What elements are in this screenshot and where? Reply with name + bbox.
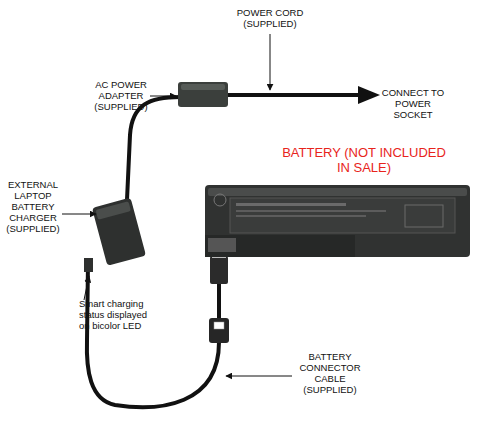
- sticker-line: [236, 215, 366, 217]
- charger-highlight: [96, 201, 131, 219]
- ac-adapter: [178, 82, 228, 107]
- battery-plug: [210, 256, 228, 284]
- sticker-symbols: [405, 205, 443, 227]
- battery-lower: [205, 235, 355, 257]
- battery-logo: [214, 194, 226, 206]
- leader-arrow: [270, 34, 271, 90]
- battery-connector-cable: [87, 262, 219, 407]
- callout-label: AC POWER ADAPTER (SUPPLIED): [86, 80, 156, 113]
- power-cord: [226, 93, 362, 97]
- battery-edge: [208, 188, 467, 196]
- cable-segment: [217, 283, 221, 320]
- battery-charger: [92, 198, 146, 266]
- leader-arrow: [62, 214, 96, 215]
- power-cord-arrowhead: [358, 86, 380, 104]
- charger-outlet: [84, 258, 93, 272]
- callout-label: BATTERY CONNECTOR CABLE (SUPPLIED): [294, 352, 366, 396]
- charger-body: [92, 198, 146, 266]
- battery-socket: [208, 238, 236, 252]
- leader-arrow: [84, 276, 89, 300]
- adapter-highlight: [181, 84, 225, 90]
- warning-label: BATTERY (NOT INCLUDED IN SALE): [278, 146, 450, 176]
- note-label: Smart charging status displayed on bicol…: [79, 299, 159, 332]
- dc-cable: [127, 97, 180, 200]
- sticker-line: [236, 210, 386, 212]
- ferrite-core: [209, 318, 229, 343]
- laptop-battery: [205, 185, 470, 257]
- leader-arrow: [150, 96, 176, 97]
- callout-label: EXTERNAL LAPTOP BATTERY CHARGER (SUPPLIE…: [1, 180, 65, 235]
- callout-label: POWER CORD (SUPPLIED): [225, 8, 315, 30]
- battery-sticker: [230, 198, 455, 233]
- sticker-line: [236, 203, 346, 206]
- callout-label: CONNECT TO POWER SOCKET: [380, 88, 446, 121]
- leader-arrow: [226, 376, 292, 377]
- ferrite-band: [214, 322, 224, 329]
